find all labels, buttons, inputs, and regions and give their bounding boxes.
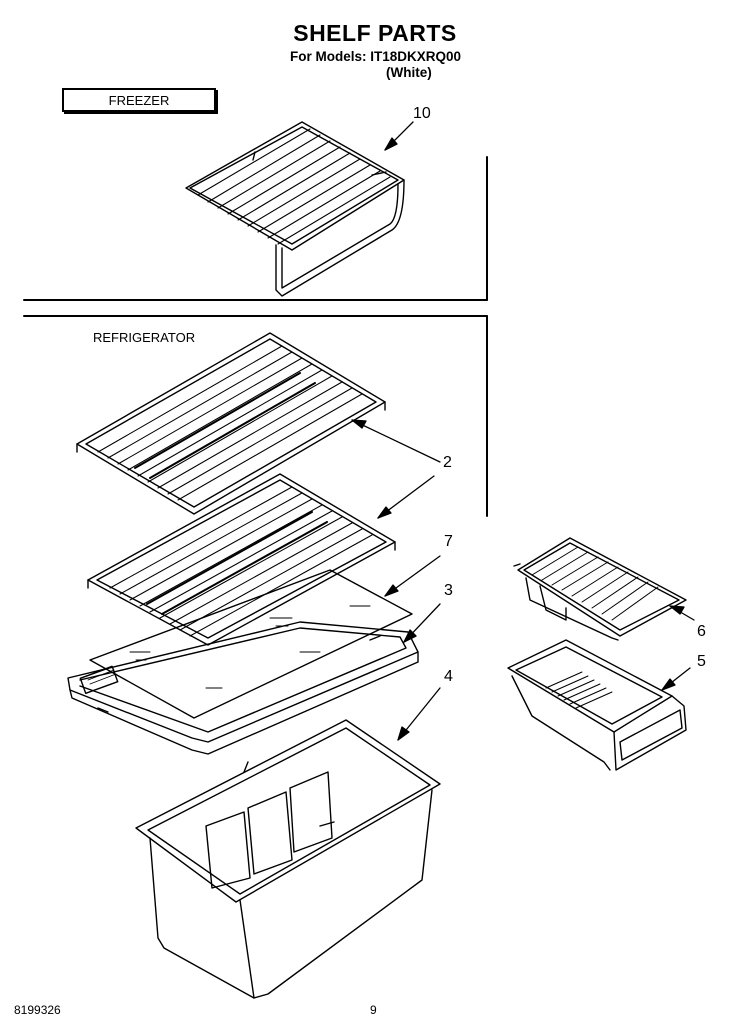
document-part-number: 8199326 xyxy=(14,1003,61,1017)
refrigerator-wire-shelf-lower xyxy=(88,474,395,645)
crisper-pan xyxy=(136,720,440,998)
callout-5: 5 xyxy=(697,653,706,670)
freezer-section-label: FREEZER xyxy=(62,88,216,112)
glass-insert xyxy=(90,570,412,718)
refrigerator-wire-shelf-upper xyxy=(77,333,385,514)
meat-pan xyxy=(508,640,686,770)
color-variant: (White) xyxy=(386,65,432,80)
crisper-cover-frame xyxy=(68,622,418,754)
callout-3: 3 xyxy=(444,582,453,599)
leader-lines xyxy=(352,122,694,740)
callout-6: 6 xyxy=(697,623,706,640)
refrigerator-section-label: REFRIGERATOR xyxy=(93,330,196,345)
page-title: SHELF PARTS xyxy=(293,20,457,46)
model-numbers: For Models: IT18DKXRQ00 xyxy=(290,49,462,64)
freezer-label-text: FREEZER xyxy=(108,92,170,108)
callout-4: 4 xyxy=(444,668,453,685)
page-number: 9 xyxy=(370,1003,377,1017)
section-frames xyxy=(24,157,487,516)
meat-pan-cover xyxy=(514,538,686,640)
freezer-wire-shelf xyxy=(186,122,404,296)
callout-2: 2 xyxy=(443,454,452,471)
callout-7: 7 xyxy=(444,533,453,550)
callout-10: 10 xyxy=(413,105,431,122)
